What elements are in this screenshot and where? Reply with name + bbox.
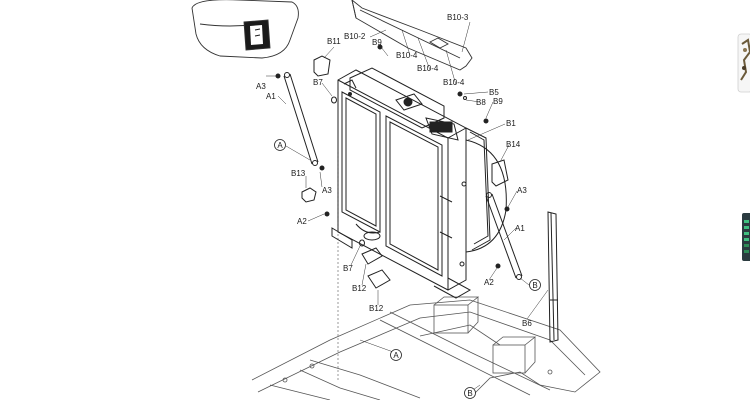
label-b10-3: B10-3 — [447, 13, 469, 22]
top-cover-bracket — [351, 0, 473, 71]
mounting-hardware — [275, 44, 559, 343]
callouts: A B A B — [274, 139, 541, 399]
label-b9-right: B9 — [493, 97, 503, 106]
chassis-frame — [251, 296, 601, 400]
label-b7-bottom: B7 — [343, 264, 353, 273]
edge-thumbnail-top[interactable] — [737, 33, 750, 93]
callout-b-bottom: B — [464, 387, 476, 399]
callout-a-bottom: A — [390, 349, 402, 361]
label-a3-mid: A3 — [322, 186, 332, 195]
part-labels: B10-3 B10-2 B9 B11 B10-4 B10-4 B10-4 A3 … — [256, 13, 532, 328]
label-b9-top: B9 — [372, 38, 382, 47]
label-b10-4-c: B10-4 — [443, 78, 465, 87]
label-b1: B1 — [506, 119, 516, 128]
label-b7-top: B7 — [313, 78, 323, 87]
label-b10-4-a: B10-4 — [396, 51, 418, 60]
label-b10-4-b: B10-4 — [417, 64, 439, 73]
callout-b-right: B — [529, 279, 541, 291]
callout-b-right-text: B — [532, 281, 537, 290]
label-a2-right: A2 — [484, 278, 494, 287]
label-a3-top: A3 — [256, 82, 266, 91]
callout-a-bottom-text: A — [393, 351, 399, 360]
label-a1-right: A1 — [515, 224, 525, 233]
callout-b-bottom-text: B — [467, 389, 472, 398]
top-housing-assembly — [191, 0, 299, 59]
label-b5: B5 — [489, 88, 499, 97]
label-b10-2: B10-2 — [344, 32, 366, 41]
callout-a-left: A — [274, 139, 286, 151]
callout-a-left-text: A — [277, 141, 283, 150]
label-b12-a: B12 — [352, 284, 367, 293]
label-b13: B13 — [291, 169, 306, 178]
label-b8: B8 — [476, 98, 486, 107]
label-b14: B14 — [506, 140, 521, 149]
leader-lines — [266, 21, 549, 393]
label-a2-left: A2 — [297, 217, 307, 226]
label-a3-right: A3 — [517, 186, 527, 195]
radiator-assembly — [331, 67, 507, 299]
label-a1-left: A1 — [266, 92, 276, 101]
edge-widget-green[interactable] — [742, 213, 750, 261]
label-b6: B6 — [522, 319, 532, 328]
label-b11: B11 — [327, 37, 341, 46]
label-b12-b: B12 — [369, 304, 384, 313]
